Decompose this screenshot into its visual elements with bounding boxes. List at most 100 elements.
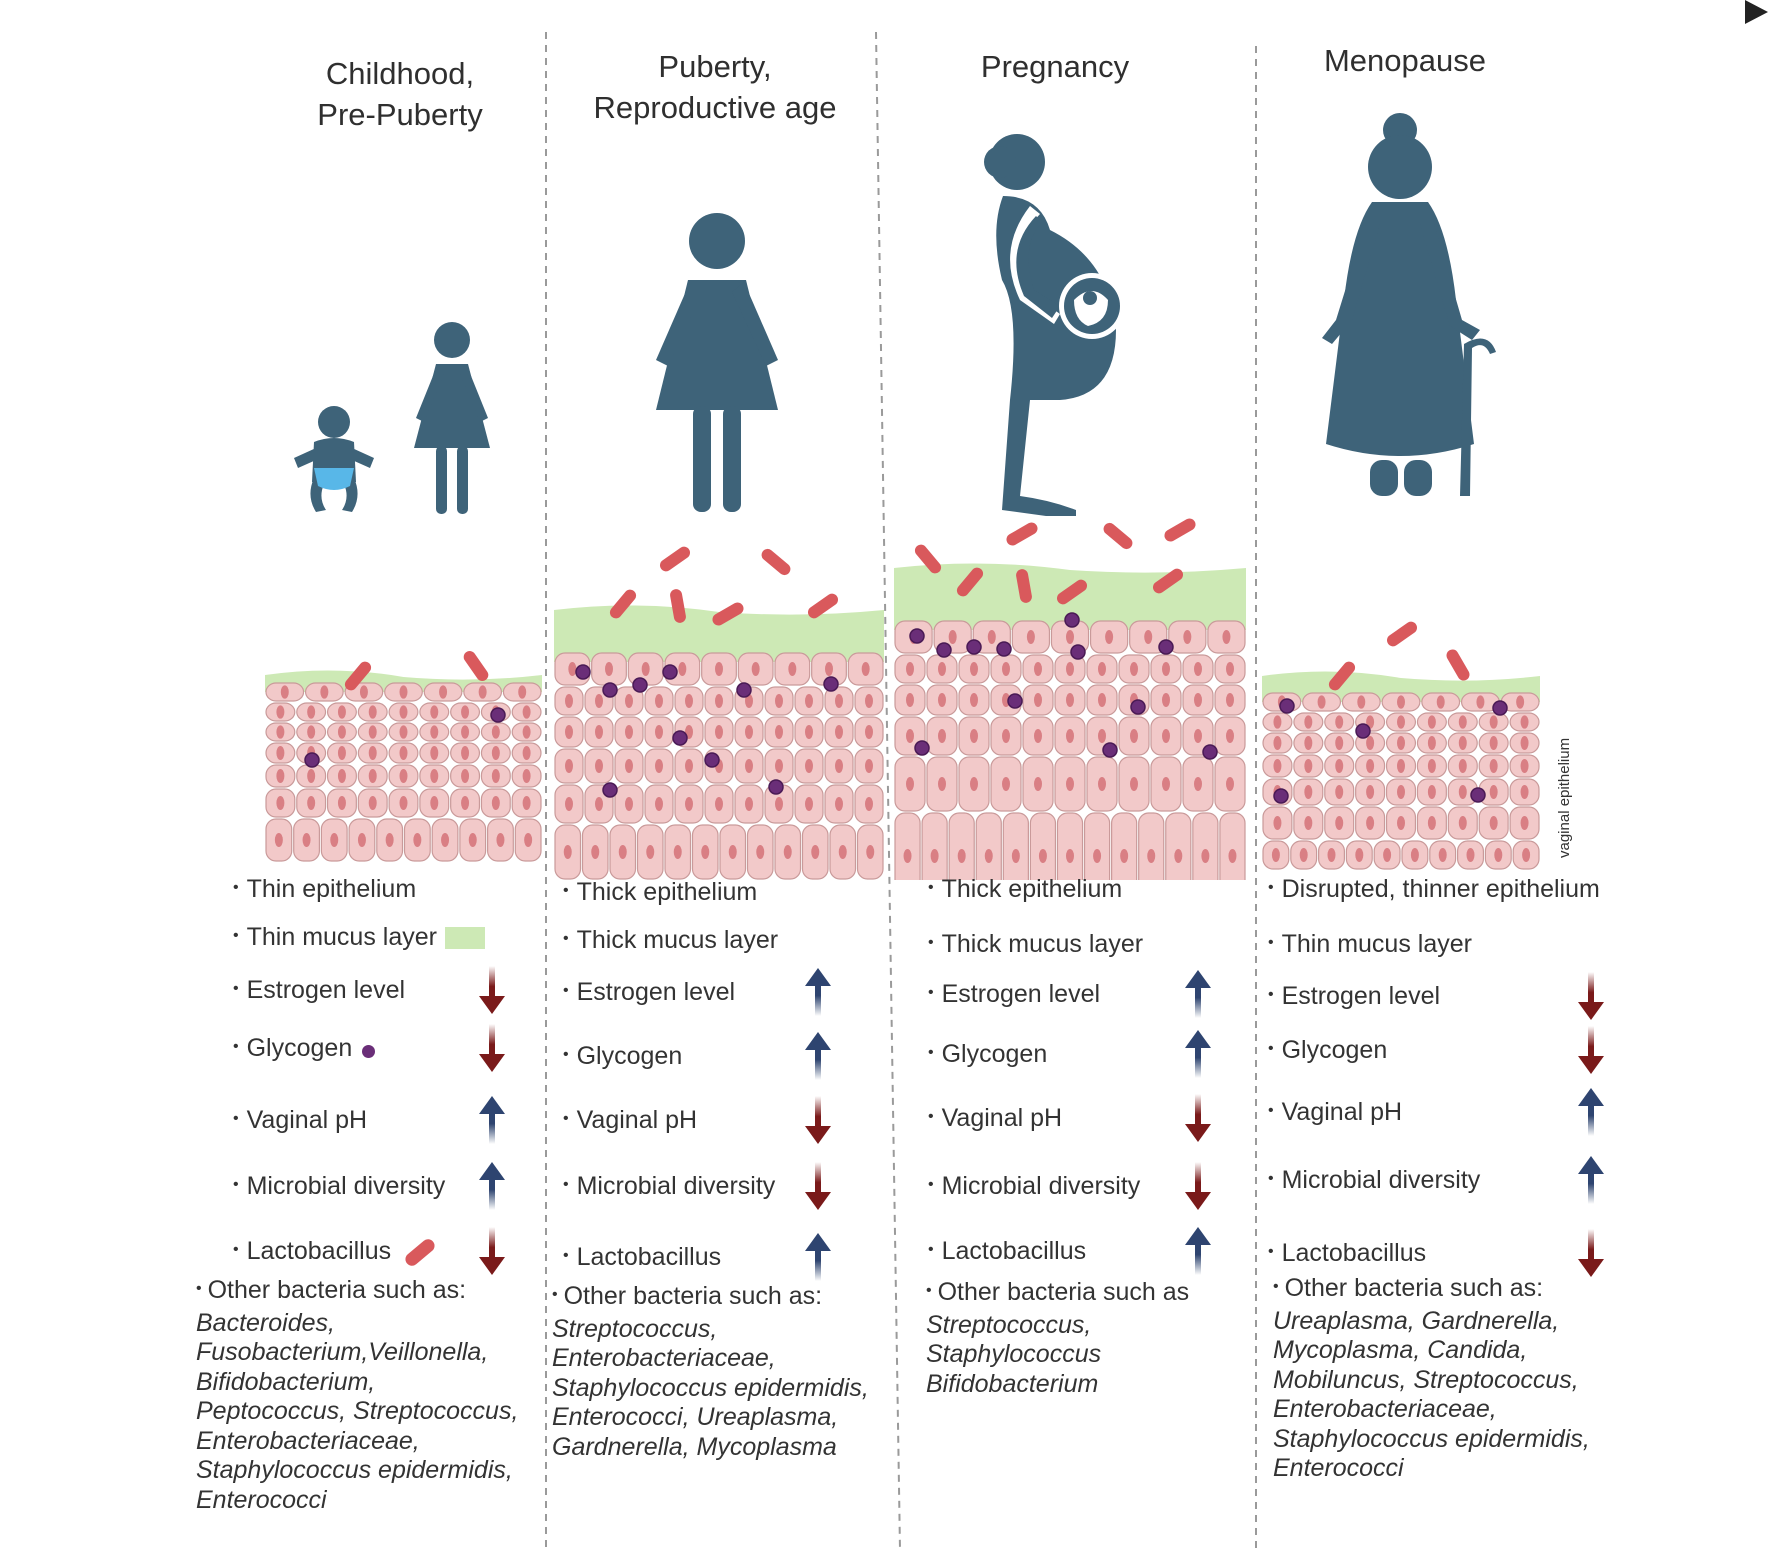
cell-nucleus — [330, 833, 339, 847]
cell-nucleus — [430, 725, 439, 739]
cell-nucleus — [866, 845, 875, 859]
feature-item: •Estrogen level — [928, 979, 1100, 1013]
epithelial-cell — [1192, 812, 1219, 880]
lactobacillus-rod — [1006, 522, 1038, 546]
glycogen-granule — [1355, 723, 1371, 739]
other-bacteria-header: •Other bacteria such as: — [552, 1282, 869, 1315]
bullet: • — [1268, 986, 1274, 1003]
cell-nucleus — [835, 797, 843, 811]
cell-nucleus — [783, 845, 792, 859]
cell-nucleus — [805, 694, 813, 708]
glycogen-granule — [704, 752, 720, 768]
glycogen-legend-dot — [362, 1045, 376, 1058]
other-bacteria-list: Streptococcus, Enterobacteriaceae, Staph… — [552, 1314, 869, 1461]
cell-nucleus — [522, 705, 531, 719]
glycogen-granule — [662, 664, 678, 680]
cell-nucleus — [491, 796, 500, 810]
elderly-woman-icon — [1322, 113, 1496, 496]
feature-label: Thin mucus layer — [246, 923, 437, 951]
glycogen-granule — [632, 677, 648, 693]
cell-nucleus — [745, 797, 753, 811]
feature-label: Vaginal pH — [576, 1106, 698, 1134]
arrow-up-icon — [1185, 1227, 1211, 1275]
cell-nucleus — [1520, 759, 1529, 773]
glycogen-granule — [490, 707, 506, 723]
cell-nucleus — [1226, 662, 1234, 676]
feature-item: •Thin epithelium — [233, 874, 416, 908]
epithelial-cell — [975, 812, 1002, 880]
cell-nucleus — [1273, 715, 1282, 729]
cell-nucleus — [1458, 785, 1467, 799]
glycogen-granule — [304, 752, 320, 768]
feature-label: Estrogen level — [1281, 982, 1441, 1010]
cell-nucleus — [276, 746, 285, 760]
cell-nucleus — [1273, 816, 1282, 830]
cell-nucleus — [491, 746, 500, 760]
baby-icon — [294, 406, 374, 512]
cell-nucleus — [1427, 785, 1436, 799]
cell-nucleus — [1520, 715, 1529, 729]
cell-nucleus — [625, 797, 633, 811]
cell-nucleus — [775, 694, 783, 708]
cell-nucleus — [565, 694, 573, 708]
cell-nucleus — [595, 725, 603, 739]
cell-nucleus — [399, 769, 408, 783]
cell-nucleus — [1436, 695, 1445, 709]
cell-nucleus — [468, 833, 477, 847]
feature-label: Lactobacillus — [246, 1237, 392, 1265]
cell-nucleus — [1335, 785, 1344, 799]
cell-nucleus — [368, 746, 377, 760]
cell-nucleus — [655, 725, 663, 739]
cell-nucleus — [775, 797, 783, 811]
cell-nucleus — [1489, 715, 1498, 729]
cell-nucleus — [1366, 759, 1375, 773]
cell-nucleus — [715, 662, 723, 676]
mucus-layer — [554, 605, 884, 662]
glycogen-granule — [909, 628, 925, 644]
cell-nucleus — [1098, 729, 1106, 743]
feature-item: •Glycogen — [233, 1033, 376, 1067]
feature-label: Estrogen level — [576, 978, 736, 1006]
cell-nucleus — [1520, 816, 1529, 830]
bullet: • — [233, 927, 239, 944]
glycogen-granule — [996, 641, 1012, 657]
cell-nucleus — [522, 796, 531, 810]
bullet: • — [563, 1110, 569, 1127]
feature-label: Vaginal pH — [941, 1104, 1063, 1132]
epithelial-cell — [1029, 812, 1057, 880]
cell-nucleus — [745, 694, 753, 708]
cell-nucleus — [1397, 785, 1405, 799]
bullet: • — [928, 879, 934, 896]
bullet: • — [928, 1044, 934, 1061]
cell-nucleus — [568, 662, 577, 676]
bullet: • — [928, 1108, 934, 1125]
epithelial-cell — [1138, 812, 1165, 880]
bullet: • — [928, 984, 934, 1001]
arrow-up-icon — [805, 968, 831, 1016]
glycogen-granule — [1470, 787, 1486, 803]
cell-nucleus — [1335, 736, 1344, 750]
arrow-down-icon — [1578, 1229, 1604, 1277]
glycogen-granule — [823, 676, 839, 692]
cell-nucleus — [461, 746, 470, 760]
cell-nucleus — [1476, 695, 1485, 709]
cell-nucleus — [1327, 848, 1336, 862]
cell-nucleus — [655, 759, 663, 773]
other-bacteria-block: •Other bacteria such as:Bacteroides, Fus… — [196, 1276, 518, 1515]
cell-nucleus — [491, 725, 500, 739]
glycogen-granule — [1064, 612, 1080, 628]
cell-nucleus — [1144, 630, 1153, 644]
lactobacillus-rod — [463, 650, 489, 682]
bullet: • — [233, 980, 239, 997]
lactobacillus-rod — [1386, 621, 1418, 647]
stage-title-puberty: Puberty, Reproductive age — [593, 49, 837, 125]
cell-nucleus — [1162, 777, 1170, 791]
cell-nucleus — [1194, 729, 1202, 743]
lactobacillus-rod — [1164, 518, 1196, 542]
cell-nucleus — [1034, 693, 1042, 707]
epithelial-cell — [1165, 812, 1192, 880]
cell-nucleus — [565, 759, 573, 773]
bullet: • — [196, 1280, 202, 1297]
cell-nucleus — [745, 759, 753, 773]
cell-nucleus — [1273, 736, 1282, 750]
